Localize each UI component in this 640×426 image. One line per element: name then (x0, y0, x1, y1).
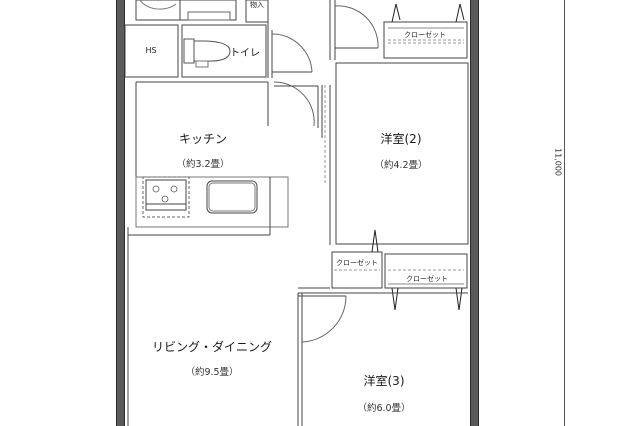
room-western3-area: （約6.0畳） (357, 403, 411, 414)
label-hs: HS (145, 46, 157, 55)
room-western2-name: 洋室(2) (380, 132, 422, 146)
room-living-area: （約9.5畳） (185, 367, 239, 378)
exterior-wall-right (470, 0, 479, 426)
room-kitchen-name: キッチン (178, 132, 228, 146)
label-closet-mid-left: クローゼット (336, 259, 378, 267)
label-closet-top: クローゼット (404, 31, 446, 39)
label-storage: 物入 (250, 1, 264, 9)
room-western3-name: 洋室(3) (363, 374, 405, 388)
room-western2-area: （約4.2畳） (374, 160, 428, 171)
label-closet-mid-right: クローゼット (406, 275, 448, 283)
label-toilet: トイレ (230, 48, 260, 59)
room-living-name: リビング・ダイニング (151, 340, 273, 354)
exterior-wall-left (116, 0, 125, 426)
dimension-line (564, 0, 565, 426)
room-kitchen-area: （約3.2畳） (176, 159, 230, 170)
